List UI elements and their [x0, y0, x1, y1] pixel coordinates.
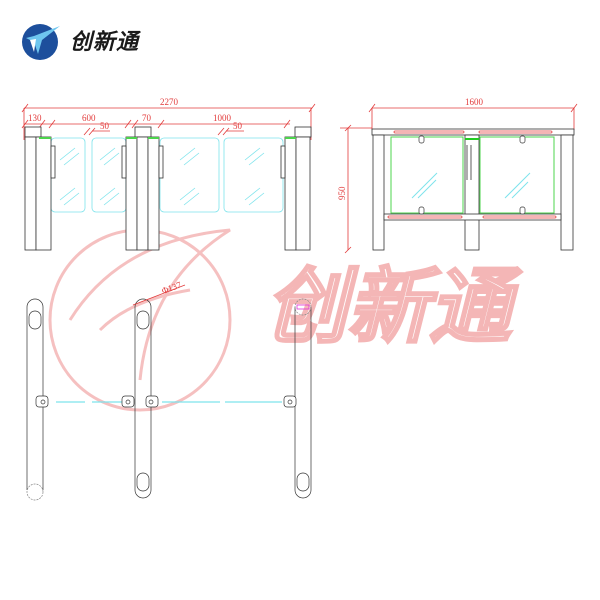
watermark: [48, 228, 232, 412]
dim-post-gap: 70: [142, 113, 152, 123]
dim-post-width: 130: [28, 113, 42, 123]
side-frame: [371, 128, 575, 251]
dim-narrow-lane: 600: [82, 113, 96, 123]
side-glass-reflections: [411, 172, 531, 199]
front-posts: [24, 126, 312, 251]
watermark-text: 创新通: [265, 260, 522, 355]
dim-wide-lane: 1000: [213, 113, 232, 123]
dim-side-width: 1600: [465, 97, 484, 107]
side-light-strips: [387, 130, 557, 219]
brand-logo: 创新通: [20, 18, 200, 62]
dim-overall-width: 2270: [160, 97, 179, 107]
top-glass-clamps: [35, 395, 297, 408]
side-glass-frames: [390, 136, 555, 214]
logo-icon: [22, 24, 60, 60]
side-view: 1600 950: [337, 97, 578, 254]
top-view: Φ137: [26, 279, 312, 501]
dim-glass-gap-left: 50: [100, 121, 110, 131]
front-view: 2270 130 600 70 1000 50 50: [21, 97, 316, 251]
watermark-logo-wing: [68, 228, 231, 381]
side-dimension-lines: [340, 103, 578, 254]
front-dimension-lines: [21, 103, 316, 140]
dim-side-height: 950: [337, 186, 347, 200]
dim-glass-gap-right: 50: [233, 121, 243, 131]
top-dimension-line: [132, 284, 186, 306]
front-indicator-lights: [39, 137, 296, 139]
top-highlight-mark: [296, 304, 310, 310]
side-top-indicator: [465, 138, 479, 140]
watermark-logo-circle: [48, 228, 232, 412]
front-glass-panels: [50, 137, 284, 213]
brand-name: 创新通: [70, 30, 140, 55]
side-glass-clamps: [418, 135, 526, 215]
